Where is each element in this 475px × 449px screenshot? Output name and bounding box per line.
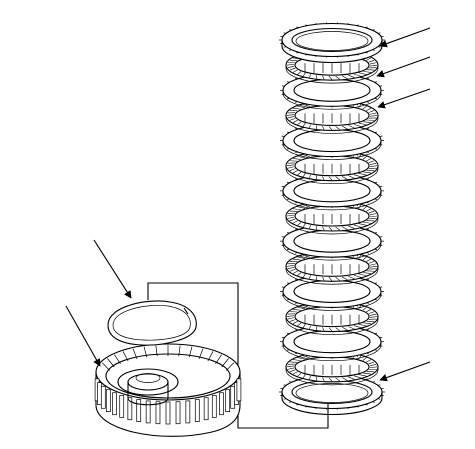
snap-ring xyxy=(107,300,197,346)
drum-spline-slot xyxy=(145,400,151,424)
drum-spline-teeth xyxy=(94,345,242,425)
drum-spline-slot xyxy=(119,395,125,418)
drum-inner-spline xyxy=(101,362,110,371)
drum-spline-slot xyxy=(185,400,191,424)
drum-inner-spline xyxy=(188,346,193,358)
drum-inner-spline xyxy=(155,345,158,357)
drum-spline-slot xyxy=(175,401,181,425)
plate-steel xyxy=(280,223,384,261)
drum-inner-spline xyxy=(226,362,235,371)
callout-arrow-backing-plate xyxy=(379,361,431,382)
plate-friction xyxy=(285,99,379,134)
drum-spline-slot xyxy=(225,389,231,413)
drum-spline-slot xyxy=(211,395,217,418)
drum-spline-slot xyxy=(105,389,111,413)
callout-arrow-pressure-plate xyxy=(379,27,431,48)
drum-spline-slot xyxy=(155,401,161,425)
drum-spline-slot xyxy=(100,385,106,409)
drum-spline-slot xyxy=(230,385,236,409)
plate-steel xyxy=(280,324,384,362)
plate-steel xyxy=(280,274,384,311)
drum-inner-spline xyxy=(221,358,229,368)
plate-friction xyxy=(285,150,379,185)
drum-spline-slot xyxy=(194,399,200,422)
callout-arrow-clutch-drum xyxy=(65,305,101,367)
drum-spline-slot xyxy=(236,378,242,402)
drum-inner-spline xyxy=(122,351,129,362)
clutch-plate-stack xyxy=(279,22,385,416)
drum-inner-spline xyxy=(143,346,148,358)
drum-spline-slot xyxy=(203,397,209,421)
drum-inner-spline xyxy=(107,358,115,368)
callout-arrow-friction-plate xyxy=(376,56,431,78)
drum-spline-slot xyxy=(165,401,171,425)
plate-steel xyxy=(280,123,384,160)
plate-friction xyxy=(285,250,379,285)
callout-arrow-steel-plate xyxy=(377,88,431,109)
drum-spline-slot xyxy=(127,397,133,421)
assembly-connector-line xyxy=(147,282,329,429)
drum-inner-spline xyxy=(114,354,121,365)
drum-inner-spline xyxy=(198,348,204,360)
drum-inner-spline xyxy=(207,351,214,362)
drum-spline-slot xyxy=(97,382,102,406)
drum-spline-slot xyxy=(219,392,224,416)
drum-spline-slot xyxy=(136,399,142,422)
plate-pressure-plate xyxy=(279,22,385,64)
plate-friction xyxy=(285,351,379,386)
drum-inner-spline xyxy=(178,345,181,357)
callout-arrow-snap-ring xyxy=(93,239,132,299)
drum-inner-spline xyxy=(132,348,138,360)
clutch-drum xyxy=(94,300,242,437)
drum-inner-spline xyxy=(215,354,222,365)
drum-spline-slot xyxy=(112,392,117,416)
